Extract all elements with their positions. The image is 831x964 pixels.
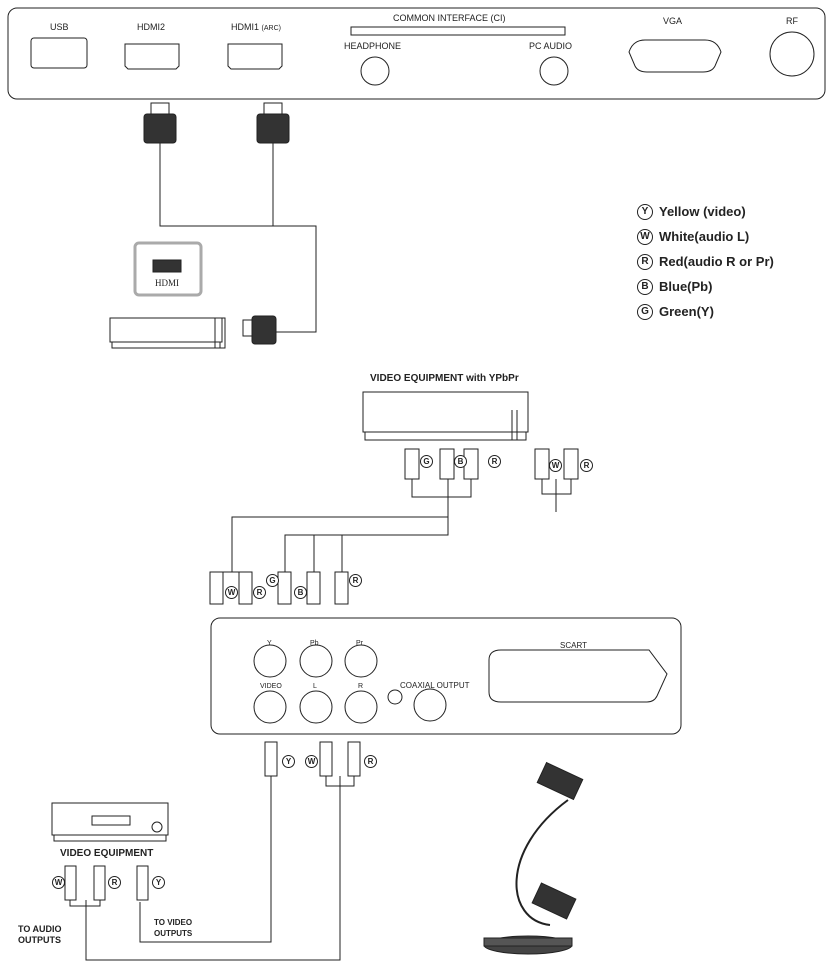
to-audio-line2: OUTPUTS (18, 935, 62, 945)
tag-b: B (294, 586, 307, 599)
l-jack (299, 690, 333, 724)
hdmi-cable-connectors (143, 102, 290, 144)
scart-port (488, 649, 668, 703)
to-video-line2: OUTPUTS (154, 929, 193, 938)
video-equipment-rca-plugs (64, 865, 149, 901)
tag-w: W (305, 755, 318, 768)
y-jack (253, 644, 287, 678)
video-output-cable (139, 776, 272, 943)
pr-label: Pr (356, 640, 363, 647)
tag-r: R (364, 755, 377, 768)
tv-rear-panel-bottom (210, 617, 682, 735)
usb-label: USB (50, 22, 69, 32)
bottom-rca-plugs (264, 741, 361, 777)
tag-y: Y (152, 876, 165, 889)
coaxial-jack (413, 688, 447, 722)
ci-label: COMMON INTERFACE (CI) (393, 13, 506, 23)
hdmi-cable-wire-a (159, 143, 317, 333)
tv-rear-panel-top (7, 7, 826, 100)
tag-r: R (349, 574, 362, 587)
rf-port (769, 31, 815, 77)
pb-label: Pb (310, 640, 319, 647)
lower-rca-plugs (209, 571, 349, 605)
ypbpr-audio-cable (541, 479, 572, 512)
ypbpr-device-cable (511, 410, 518, 440)
audio-output-cable (85, 776, 355, 961)
hdmi2-label: HDMI2 (137, 22, 166, 32)
tag-w: W (52, 876, 65, 889)
y-label: Y (267, 640, 272, 647)
video-equipment-device (51, 802, 169, 842)
headphone-jack (360, 56, 390, 86)
scart-cable (483, 761, 584, 955)
video-jack (253, 690, 287, 724)
tag-r: R (488, 455, 501, 468)
tag-r: R (108, 876, 121, 889)
tag-g: G (266, 574, 279, 587)
rf-label: RF (786, 16, 798, 26)
l-label: L (313, 683, 317, 690)
r-label: R (358, 683, 364, 690)
video-equipment-label: VIDEO EQUIPMENT (60, 848, 154, 859)
hdmi-plug-body (251, 315, 277, 345)
headphone-label: HEADPHONE (344, 41, 402, 51)
pb-jack (299, 644, 333, 678)
hdmi-source-device (109, 317, 223, 349)
pc-audio-jack (539, 56, 569, 86)
vga-port (628, 39, 722, 73)
vga-label: VGA (663, 16, 683, 26)
ypbpr-source-device (362, 391, 529, 441)
hdmi2-port (124, 43, 180, 70)
ypbpr-title: VIDEO EQUIPMENT with YPbPr (370, 373, 519, 384)
tag-r: R (580, 459, 593, 472)
hdmi1-label: HDMI1 (ARC) (231, 22, 281, 33)
ypbpr-split-cable (284, 497, 449, 572)
hdmi-callout (133, 241, 203, 297)
usb-port (30, 37, 88, 69)
hdmi-callout-port (152, 259, 182, 273)
to-audio-line1: TO AUDIO (18, 924, 62, 934)
upper-rca-plugs (404, 448, 579, 480)
tag-w: W (225, 586, 238, 599)
ci-slot (350, 26, 566, 36)
pc-audio-label: PC AUDIO (529, 41, 573, 51)
hdmi-device-label: HDMI (155, 278, 179, 288)
tag-w: W (549, 459, 562, 472)
tag-y: Y (282, 755, 295, 768)
video-equipment-tray (91, 815, 131, 826)
scart-label: SCART (560, 641, 587, 650)
video-label: VIDEO (260, 683, 282, 690)
tag-g: G (420, 455, 433, 468)
to-video-line1: TO VIDEO (154, 918, 193, 927)
video-equipment-audio-merge (69, 900, 101, 907)
coaxial-indicator (387, 689, 403, 705)
r-jack (344, 690, 378, 724)
tag-b: B (454, 455, 467, 468)
tag-r: R (253, 586, 266, 599)
ypbpr-video-cable (231, 479, 472, 572)
pr-jack (344, 644, 378, 678)
video-equipment-knob (151, 821, 163, 833)
coaxial-label: COAXIAL OUTPUT (400, 681, 470, 690)
hdmi1-port (227, 43, 283, 70)
hdmi-source-plug-housing (214, 317, 226, 349)
